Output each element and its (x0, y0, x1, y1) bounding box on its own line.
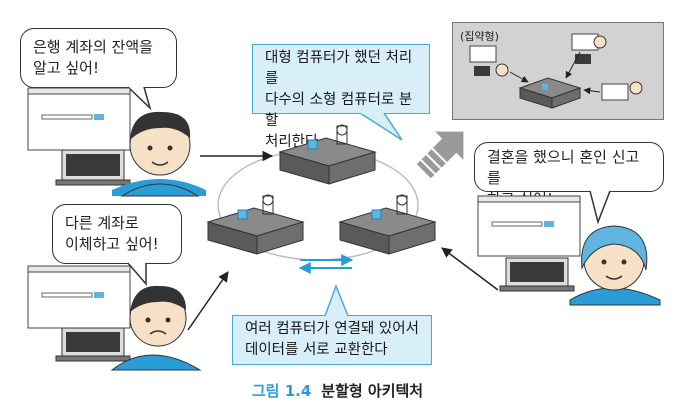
speech-bubble-line: 결혼을 했으니 혼인 신고를 (487, 148, 640, 187)
callout-data-exchange: 여러 컴퓨터가 연결돼 있어서 데이터를 서로 교환한다 (232, 315, 432, 365)
figure-caption: 그림 1.4 분할형 아키텍처 (0, 380, 675, 401)
speech-bubble-balance: 은행 계좌의 잔액을 알고 싶어! (20, 28, 177, 88)
request-arrow (187, 271, 229, 331)
speech-bubble-transfer: 다른 계좌로 이체하고 싶어! (52, 204, 182, 264)
woman-avatar (569, 225, 661, 306)
callout-pointer (359, 112, 403, 141)
computer-icon (27, 265, 131, 362)
request-arrow (441, 247, 499, 291)
callout-line: 여러 컴퓨터가 연결돼 있어서 (245, 321, 419, 337)
server-icon (338, 194, 437, 255)
centralized-diagram (469, 33, 643, 109)
speech-bubble-line: 은행 계좌의 잔액을 (33, 38, 153, 56)
big-arrow-icon (416, 131, 464, 179)
inset-label: (집약형) (460, 30, 499, 43)
callout-pointer (324, 283, 349, 317)
man-avatar (110, 285, 202, 371)
callout-split-processing: 대형 컴퓨터가 했던 처리를 다수의 소형 컴퓨터로 분할 처리한다 (252, 44, 430, 150)
bubble-tails (127, 86, 611, 287)
server-icon (278, 124, 377, 185)
man-avatar (112, 111, 206, 197)
speech-bubble-line: 다른 계좌로 (65, 214, 139, 232)
server-icon (206, 194, 305, 255)
callout-line: 대형 컴퓨터가 했던 처리를 (265, 50, 413, 87)
caption-number: 그림 1.4 (251, 382, 312, 400)
computer-icon (477, 195, 581, 292)
computer-icon (27, 87, 131, 186)
speech-bubble-line: 이체하고 싶어! (65, 235, 159, 253)
callout-line: 다수의 소형 컴퓨터로 분할 (265, 92, 413, 129)
caption-title: 분할형 아키텍처 (321, 382, 424, 400)
callout-line: 데이터를 서로 교환한다 (245, 342, 388, 358)
speech-bubble-line: 알고 싶어! (33, 59, 99, 77)
